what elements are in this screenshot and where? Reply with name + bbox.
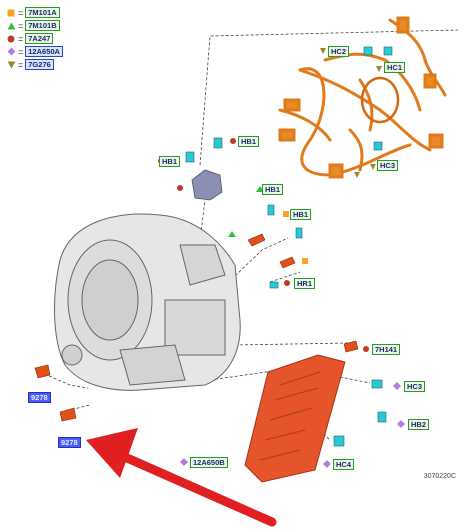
tag-hb2[interactable]: HB2: [408, 419, 430, 430]
legend-code[interactable]: 7M101A: [25, 7, 60, 18]
tag-hc3-top[interactable]: HC3: [377, 160, 399, 171]
legend-row-7m101a: = 7M101A: [6, 6, 63, 19]
legend-code[interactable]: 12A650A: [25, 46, 63, 57]
legend-code[interactable]: 7A247: [25, 33, 54, 44]
wiring-harness: [278, 16, 447, 179]
tag-hb1-mid[interactable]: HB1: [262, 184, 284, 195]
legend-code[interactable]: 7G276: [25, 59, 54, 70]
tag-hb1-left[interactable]: HB1: [159, 156, 181, 167]
legend-row-12a650a: = 12A650A: [6, 45, 63, 58]
legend: = 7M101A = 7M101B = 7A247 = 12A650A: [6, 6, 63, 71]
tag-9278-upper[interactable]: 9278: [28, 392, 51, 403]
purple-diamond-icon: [6, 43, 16, 61]
bracket-part: [177, 169, 223, 201]
legend-row-7m101b: = 7M101B: [6, 19, 63, 32]
olive-triangle-down-icon: [6, 56, 16, 74]
tag-7h141[interactable]: 7H141: [372, 344, 401, 355]
connector-clips: [185, 46, 393, 447]
tag-hb1-top[interactable]: HB1: [238, 136, 260, 147]
speed-sensors: [34, 233, 359, 422]
pointer-arrow: [86, 428, 277, 527]
tag-hc3-low[interactable]: HC3: [404, 381, 426, 392]
green-triangle-icon: [6, 17, 16, 35]
tag-hr1[interactable]: HR1: [294, 278, 316, 289]
tag-hc1[interactable]: HC1: [384, 62, 406, 73]
tag-hc2[interactable]: HC2: [328, 46, 350, 57]
figure-id: 3070220C: [423, 473, 456, 480]
transmission-body: [54, 213, 241, 391]
tag-9278-lower[interactable]: 9278: [58, 437, 81, 448]
tag-hb1-right[interactable]: HB1: [290, 209, 312, 220]
tag-hc4[interactable]: HC4: [333, 459, 355, 470]
legend-row-7a247: = 7A247: [6, 32, 63, 45]
valve-body: [244, 354, 346, 483]
legend-code[interactable]: 7M101B: [25, 20, 60, 31]
red-dot-icon: [6, 30, 16, 48]
tag-12a650b[interactable]: 12A650B: [190, 457, 228, 468]
orange-square-icon: [6, 4, 16, 22]
legend-row-7g276: = 7G276: [6, 58, 63, 71]
